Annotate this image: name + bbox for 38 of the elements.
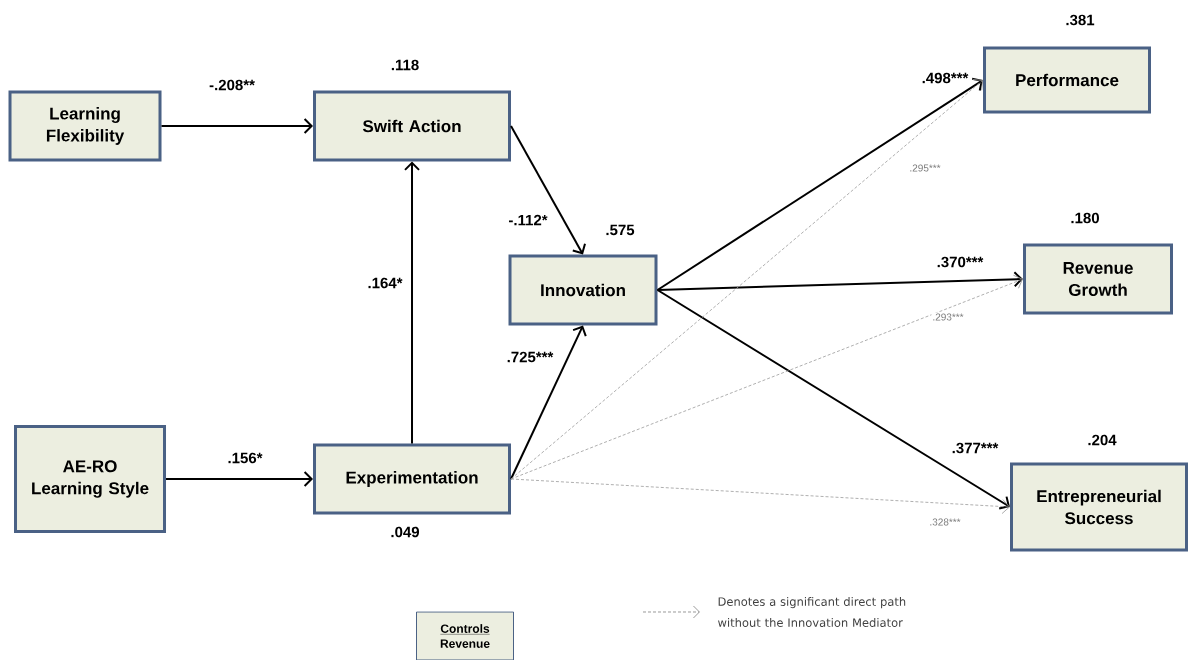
r-squared-value: .204 (1088, 434, 1117, 446)
edge-label: .328*** (928, 517, 962, 527)
r-squared-value: .118 (391, 59, 419, 71)
path-arrow (656, 77, 983, 291)
variable-box: Entrepreneurial Success (1010, 462, 1188, 552)
r-squared-value: .049 (391, 526, 420, 538)
path-arrow (510, 125, 586, 255)
path-arrow (510, 478, 1010, 514)
edge-label: .295*** (908, 163, 942, 173)
path-arrow (160, 118, 313, 134)
variable-box: Swift Action (313, 90, 511, 162)
variable-box: Learning Flexibility (8, 90, 162, 162)
edge-label: .370*** (935, 255, 985, 269)
variable-box: AE-RO Learning Style (14, 425, 166, 533)
edge-label: .156* (226, 451, 264, 465)
r-squared-value: .575 (606, 224, 635, 236)
edge-label: .164* (366, 276, 404, 290)
path-arrow (656, 289, 1010, 510)
path-arrow (510, 274, 1023, 480)
edge-label: .725*** (505, 350, 555, 364)
path-arrow (404, 161, 420, 445)
variable-box: Controls Revenue (416, 611, 514, 660)
edge-label: -.112* (507, 213, 549, 227)
edge-label: -.208** (208, 78, 256, 92)
legend-text: Denotes a significant direct path without the Innovation Mediator (718, 597, 906, 627)
r-squared-value: .180 (1071, 212, 1099, 224)
path-arrow (165, 471, 313, 487)
path-arrow (510, 79, 983, 480)
r-squared-value: .381 (1066, 14, 1095, 26)
path-arrow (510, 325, 587, 480)
path-arrow (656, 271, 1023, 291)
variable-box: Innovation (508, 254, 658, 326)
edge-label: .293*** (931, 312, 965, 322)
variable-box: Revenue Growth (1023, 243, 1173, 315)
variable-box: Experimentation (313, 443, 511, 515)
variable-box: Performance (983, 46, 1151, 114)
edge-label: .377*** (950, 441, 1000, 455)
edge-label: .498*** (920, 71, 970, 85)
